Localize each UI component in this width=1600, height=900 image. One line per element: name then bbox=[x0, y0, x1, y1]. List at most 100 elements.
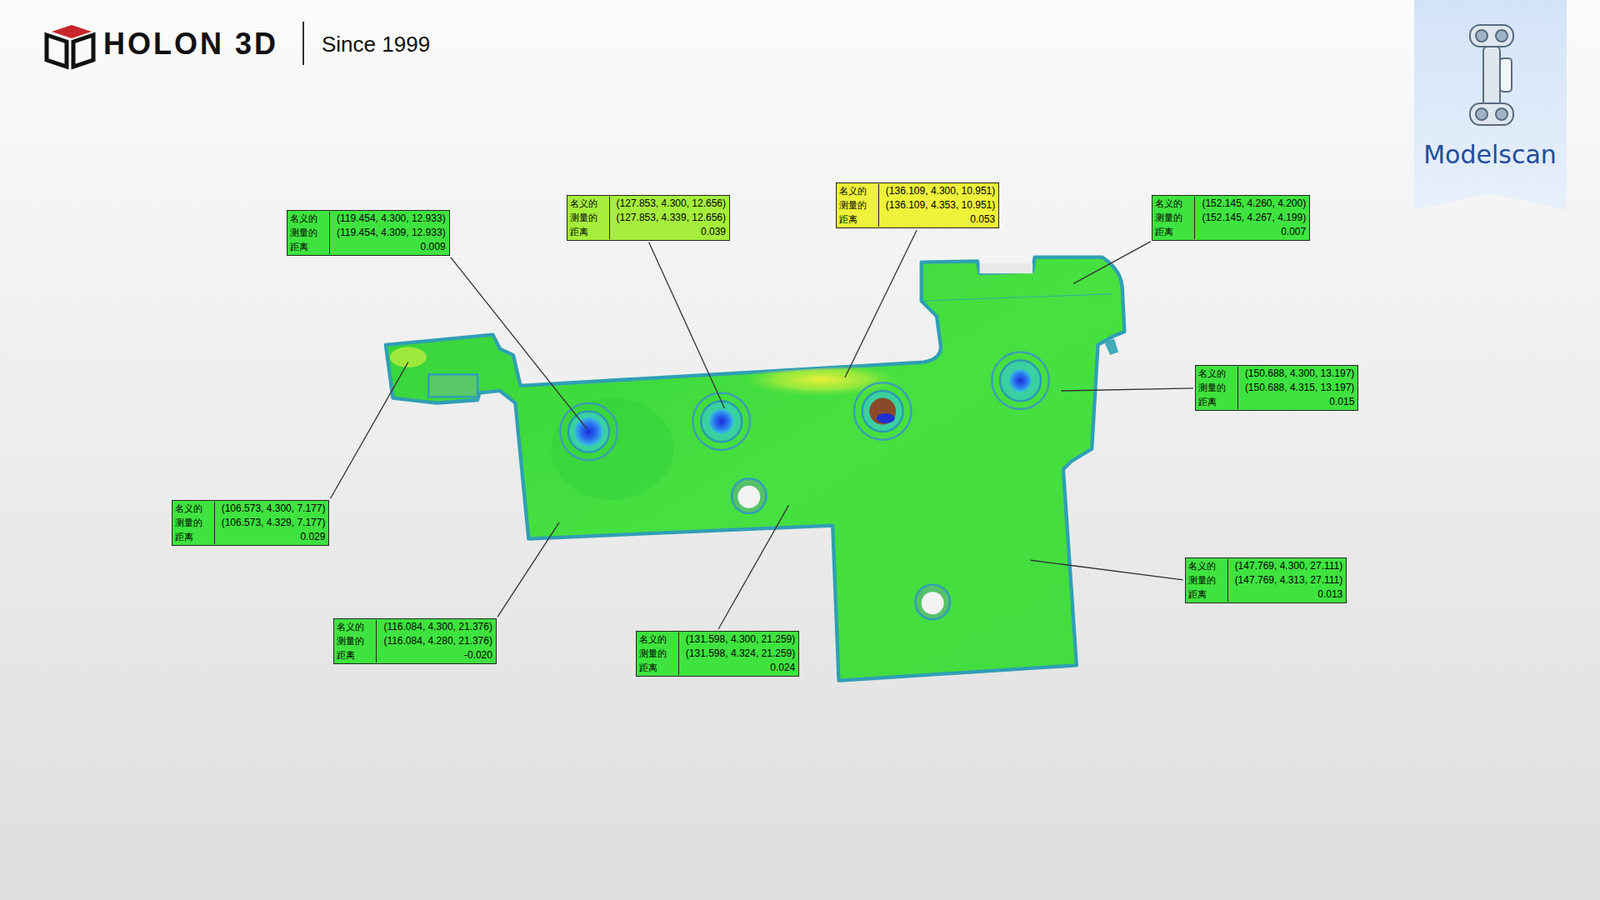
callout-box: 名义的(150.688, 4.300, 13.197)测量的(150.688, … bbox=[1195, 365, 1359, 411]
callout-row: 名义的(127.853, 4.300, 12.656) bbox=[567, 196, 730, 211]
callout-row: 名义的(136.109, 4.300, 10.951) bbox=[836, 184, 999, 199]
callout-row: 距离0.053 bbox=[836, 212, 999, 227]
field-name: 名义的 bbox=[836, 184, 880, 199]
scanner-icon bbox=[1470, 25, 1514, 125]
field-name: 距离 bbox=[1195, 395, 1239, 410]
logo-icon bbox=[46, 25, 94, 67]
callout-box: 名义的(127.853, 4.300, 12.656)测量的(127.853, … bbox=[566, 195, 730, 241]
logo-divider bbox=[302, 21, 305, 65]
field-name: 名义的 bbox=[1195, 366, 1239, 381]
field-value: (106.573, 4.329, 7.177) bbox=[215, 515, 330, 530]
callout-row: 名义的(147.769, 4.300, 27.111) bbox=[1185, 559, 1347, 574]
product-name: Modelscan bbox=[1423, 140, 1557, 170]
callout-row: 距离0.029 bbox=[172, 530, 330, 545]
field-name: 测量的 bbox=[334, 634, 377, 649]
field-value: (131.598, 4.300, 21.259) bbox=[679, 632, 799, 647]
field-value: (152.145, 4.267, 4.199) bbox=[1195, 210, 1310, 225]
field-value: (136.109, 4.300, 10.951) bbox=[879, 184, 999, 199]
field-value: 0.029 bbox=[215, 530, 330, 545]
field-name: 测量的 bbox=[567, 210, 610, 225]
callout-row: 测量的(136.109, 4.353, 10.951) bbox=[836, 198, 999, 213]
field-name: 距离 bbox=[172, 530, 215, 545]
callout-row: 名义的(150.688, 4.300, 13.197) bbox=[1195, 366, 1358, 381]
field-name: 名义的 bbox=[287, 211, 330, 226]
callout-box: 名义的(106.573, 4.300, 7.177)测量的(106.573, 4… bbox=[171, 500, 330, 546]
field-name: 名义的 bbox=[1185, 559, 1229, 574]
field-name: 名义的 bbox=[334, 620, 377, 635]
field-value: 0.039 bbox=[610, 225, 730, 240]
brand-ribbon bbox=[1414, 0, 1567, 210]
leader-line bbox=[1030, 560, 1184, 580]
field-name: 距离 bbox=[636, 660, 680, 675]
field-name: 测量的 bbox=[1185, 573, 1229, 588]
leader-line bbox=[450, 257, 587, 429]
field-value: (119.454, 4.300, 12.933) bbox=[330, 211, 450, 226]
field-value: 0.053 bbox=[879, 212, 999, 227]
callout-box: 名义的(116.084, 4.300, 21.376)测量的(116.084, … bbox=[333, 618, 497, 665]
field-name: 测量的 bbox=[172, 515, 215, 530]
callout-row: 测量的(106.573, 4.329, 7.177) bbox=[172, 515, 330, 530]
callout-row: 距离0.024 bbox=[636, 660, 799, 675]
callout-row: 名义的(119.454, 4.300, 12.933) bbox=[287, 211, 450, 226]
field-name: 距离 bbox=[287, 240, 330, 255]
field-value: 0.009 bbox=[330, 240, 450, 255]
field-value: -0.020 bbox=[376, 648, 496, 663]
field-name: 距离 bbox=[567, 225, 610, 240]
callout-box: 名义的(131.598, 4.300, 21.259)测量的(131.598, … bbox=[635, 630, 800, 677]
callout-row: 距离0.013 bbox=[1185, 587, 1347, 602]
field-name: 测量的 bbox=[1152, 210, 1195, 225]
field-name: 名义的 bbox=[567, 196, 610, 211]
callout-row: 测量的(147.769, 4.313, 27.111) bbox=[1185, 573, 1347, 588]
field-value: (147.769, 4.300, 27.111) bbox=[1228, 559, 1347, 574]
field-value: 0.007 bbox=[1195, 225, 1310, 240]
field-value: (127.853, 4.300, 12.656) bbox=[610, 196, 730, 211]
leader-line bbox=[497, 522, 560, 617]
field-value: 0.024 bbox=[679, 660, 799, 675]
callout-row: 名义的(131.598, 4.300, 21.259) bbox=[636, 632, 799, 647]
callout-row: 名义的(106.573, 4.300, 7.177) bbox=[172, 501, 330, 516]
field-name: 名义的 bbox=[636, 632, 680, 647]
field-value: 0.013 bbox=[1228, 587, 1347, 602]
field-value: (131.598, 4.324, 21.259) bbox=[679, 646, 799, 661]
callout-row: 距离-0.020 bbox=[334, 648, 496, 663]
callout-box: 名义的(136.109, 4.300, 10.951)测量的(136.109, … bbox=[835, 182, 1000, 229]
field-name: 名义的 bbox=[172, 501, 215, 516]
leader-line bbox=[649, 242, 725, 409]
field-value: (147.769, 4.313, 27.111) bbox=[1228, 573, 1347, 588]
field-value: (106.573, 4.300, 7.177) bbox=[215, 501, 330, 516]
field-name: 测量的 bbox=[836, 198, 880, 213]
callout-row: 距离0.015 bbox=[1195, 395, 1358, 410]
callout-row: 测量的(131.598, 4.324, 21.259) bbox=[636, 646, 799, 661]
callout-row: 名义的(116.084, 4.300, 21.376) bbox=[334, 620, 496, 635]
scanned-plate bbox=[385, 257, 1125, 681]
callout-box: 名义的(119.454, 4.300, 12.933)测量的(119.454, … bbox=[286, 210, 450, 256]
field-value: (150.688, 4.300, 13.197) bbox=[1238, 366, 1358, 381]
field-value: 0.015 bbox=[1238, 395, 1358, 410]
field-name: 距离 bbox=[1185, 587, 1229, 602]
callout-row: 距离0.009 bbox=[287, 240, 450, 255]
callout-row: 距离0.007 bbox=[1152, 225, 1310, 240]
callout-box: 名义的(152.145, 4.260, 4.200)测量的(152.145, 4… bbox=[1151, 195, 1310, 241]
leader-line bbox=[718, 505, 789, 630]
field-name: 测量的 bbox=[287, 225, 330, 240]
leader-line bbox=[1060, 388, 1193, 391]
field-value: (119.454, 4.309, 12.933) bbox=[330, 225, 450, 240]
callout-row: 距离0.039 bbox=[567, 225, 730, 240]
callout-row: 测量的(116.084, 4.280, 21.376) bbox=[334, 634, 496, 649]
field-name: 测量的 bbox=[1195, 380, 1239, 395]
leader-line bbox=[330, 362, 408, 500]
field-value: (136.109, 4.353, 10.951) bbox=[879, 198, 999, 213]
leader-line bbox=[1073, 241, 1151, 285]
callout-row: 测量的(119.454, 4.309, 12.933) bbox=[287, 225, 450, 240]
callout-row: 测量的(127.853, 4.339, 12.656) bbox=[567, 210, 730, 225]
callout-row: 测量的(150.688, 4.315, 13.197) bbox=[1195, 380, 1358, 395]
field-value: (152.145, 4.260, 4.200) bbox=[1195, 196, 1310, 211]
callout-row: 测量的(152.145, 4.267, 4.199) bbox=[1152, 210, 1310, 225]
field-value: (127.853, 4.339, 12.656) bbox=[610, 210, 730, 225]
brand-name: HOLON 3D bbox=[103, 26, 279, 62]
field-name: 测量的 bbox=[636, 646, 680, 661]
callout-row: 名义的(152.145, 4.260, 4.200) bbox=[1152, 196, 1310, 211]
